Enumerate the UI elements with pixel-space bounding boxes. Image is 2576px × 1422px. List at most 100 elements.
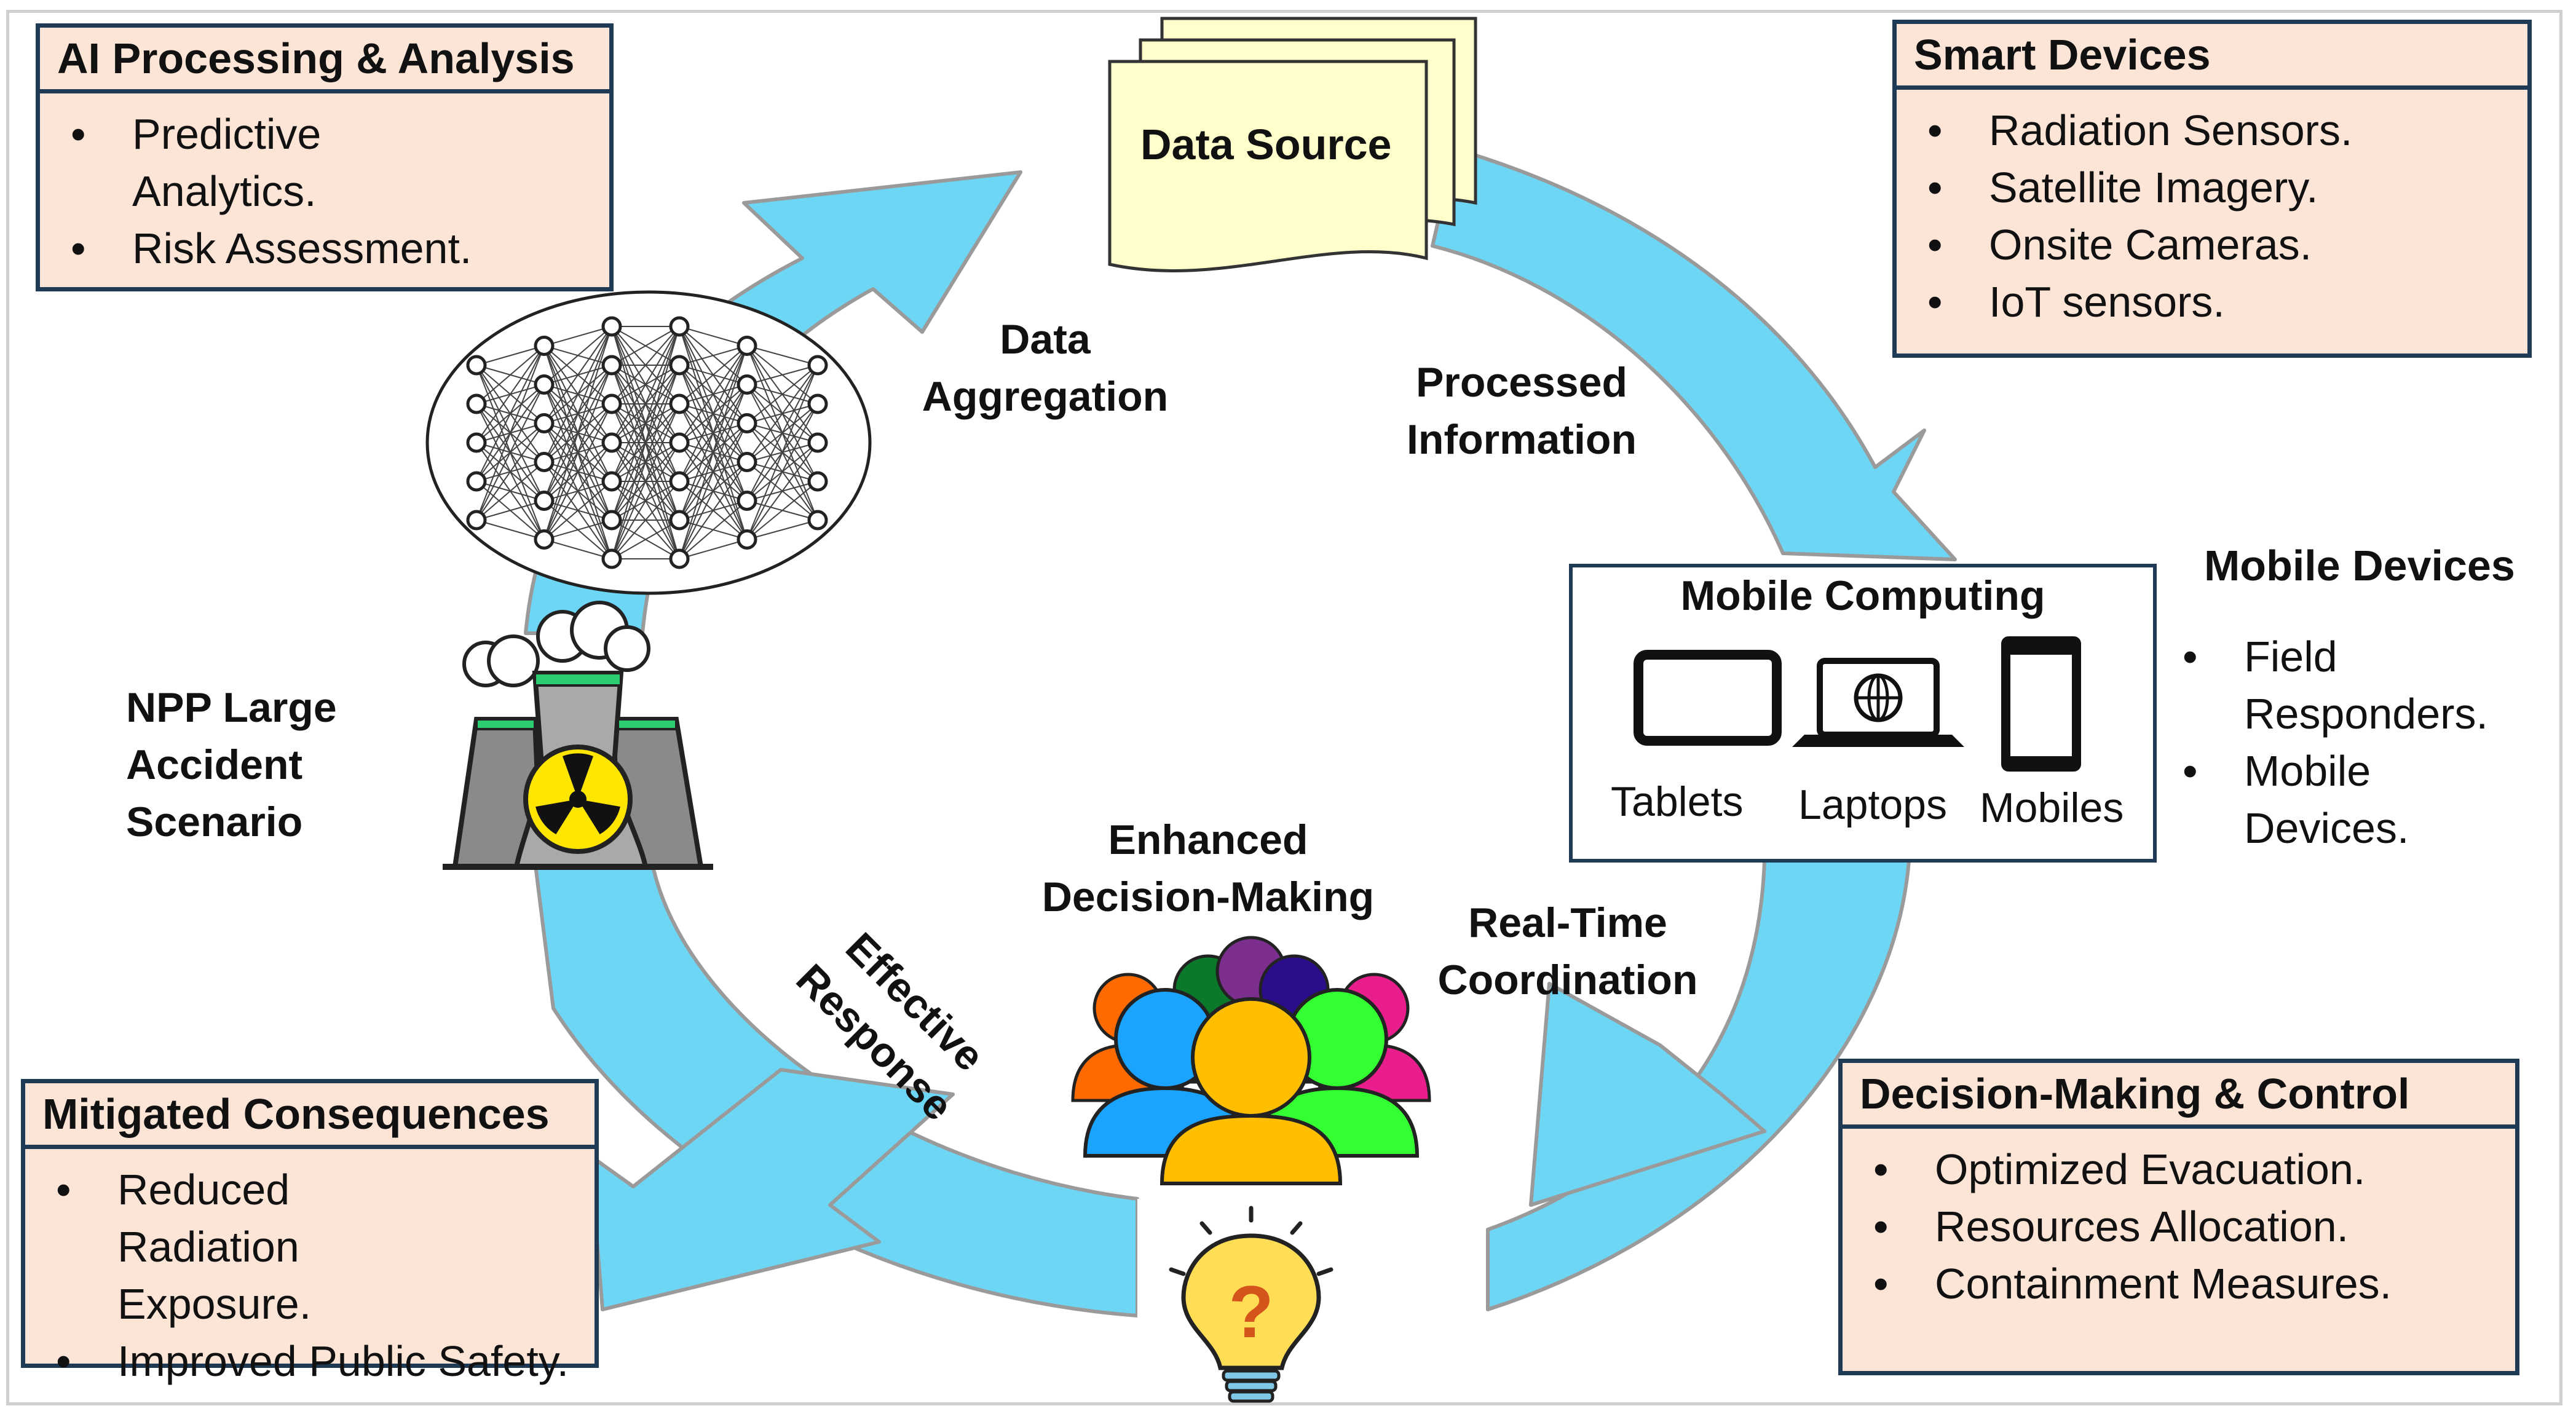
nn-edge — [679, 345, 748, 405]
nn-node — [737, 529, 757, 550]
decision-making-item: Resources Allocation. — [1843, 1198, 2515, 1255]
nn-edge — [543, 539, 612, 559]
real-time-coordination-line-2: Coordination — [1437, 957, 1698, 1003]
enhanced-decision-making-line-2: Decision-Making — [1041, 874, 1375, 920]
laptops-label: Laptops — [1798, 781, 1947, 828]
nn-node — [466, 510, 487, 531]
smartphone-icon — [2001, 636, 2081, 772]
mitigated-consequences-item: Reduced Radiation Exposure. — [25, 1161, 449, 1333]
decision-making-item: Optimized Evacuation. — [1843, 1141, 2515, 1198]
arrow-processed-information — [1338, 121, 1957, 561]
nn-edge — [543, 442, 612, 540]
nn-node — [601, 510, 622, 531]
arrow-effective-response-head — [588, 1068, 955, 1311]
mobiles-label: Mobiles — [1980, 784, 2124, 831]
processed-information-label: Processed Information — [1377, 354, 1666, 468]
nn-node — [807, 510, 828, 531]
nn-edge — [543, 326, 612, 424]
laptop-icon — [1792, 658, 1964, 747]
nn-edge — [679, 345, 748, 366]
nn-node — [601, 316, 622, 337]
nn-edge — [476, 345, 545, 366]
nn-edge — [543, 519, 612, 540]
nn-node — [601, 432, 622, 453]
npp-scenario-line-3: Scenario — [126, 799, 303, 845]
nn-node — [737, 413, 757, 433]
nn-edge — [746, 481, 818, 540]
nn-edge — [611, 326, 680, 521]
nn-edge — [476, 519, 545, 540]
nn-node — [737, 491, 757, 511]
decision-making-item: Containment Measures. — [1843, 1255, 2515, 1313]
nn-node — [466, 355, 487, 376]
nn-node — [669, 510, 690, 531]
tablet-icon — [1634, 650, 1782, 746]
enhanced-decision-making-label: Enhanced Decision-Making — [1008, 812, 1408, 926]
lightbulb-question-icon: ? — [1137, 1199, 1365, 1403]
nn-edge — [543, 403, 612, 540]
nn-edge — [543, 326, 612, 347]
nn-node — [534, 336, 555, 356]
nn-edge — [679, 461, 748, 559]
enhanced-decision-making-line-1: Enhanced — [1108, 816, 1308, 863]
arrow-real-time-coordination-head — [1529, 982, 1766, 1207]
nn-edge — [476, 461, 545, 521]
mobile-devices-list: Field Responders. Mobile Devices. — [2183, 628, 2527, 857]
nn-edge — [611, 326, 680, 405]
nn-node — [466, 471, 487, 492]
nn-node — [737, 374, 757, 395]
mobile-devices-item: Mobile Devices. — [2183, 743, 2527, 857]
nn-node — [807, 393, 828, 414]
nn-edge — [476, 422, 545, 521]
nn-edge — [679, 346, 748, 482]
nn-edge — [611, 442, 680, 559]
nn-edge — [611, 519, 680, 559]
ai-processing-item: Risk Assessment. — [40, 220, 609, 277]
nn-edge — [746, 365, 818, 540]
npp-scenario-label: NPP Large Accident Scenario — [126, 679, 337, 851]
nn-edge — [679, 500, 748, 559]
nn-node — [534, 374, 555, 395]
nn-edge — [543, 481, 612, 540]
nn-node — [601, 548, 622, 569]
npp-scenario-line-1: NPP Large — [126, 684, 337, 731]
nn-edge — [476, 345, 545, 443]
data-source-label: Data Source — [1140, 120, 1392, 168]
nn-node — [669, 432, 690, 453]
nn-edge — [679, 346, 748, 559]
smart-devices-box: Smart Devices Radiation Sensors. Satelli… — [1892, 20, 2532, 358]
smart-devices-item: IoT sensors. — [1897, 274, 2527, 331]
nn-node — [669, 548, 690, 569]
nn-edge — [679, 345, 748, 443]
nn-edge — [476, 346, 545, 521]
nn-edge — [476, 500, 545, 521]
nn-edge — [476, 384, 545, 521]
nn-edge — [679, 384, 748, 559]
smart-devices-item: Onsite Cameras. — [1897, 216, 2527, 274]
mobile-devices-item: Field Responders. — [2183, 628, 2527, 743]
smart-devices-item: Radiation Sensors. — [1897, 102, 2527, 159]
smart-devices-item: Satellite Imagery. — [1897, 159, 2527, 216]
ai-processing-box: AI Processing & Analysis Predictive Anal… — [36, 23, 614, 291]
nn-node — [534, 452, 555, 472]
nn-edge — [543, 326, 612, 462]
nn-edge — [476, 346, 545, 482]
nn-edge — [611, 326, 680, 482]
nn-edge — [746, 365, 818, 385]
nn-node — [669, 355, 690, 376]
mobile-devices-title: Mobile Devices — [2204, 542, 2515, 590]
nn-edge — [679, 423, 748, 559]
nn-node — [807, 355, 828, 376]
nn-edge — [611, 326, 680, 366]
data-aggregation-line-2: Aggregation — [922, 373, 1169, 420]
mitigated-consequences-box: Mitigated Consequences Reduced Radiation… — [21, 1079, 599, 1390]
nn-node — [466, 393, 487, 414]
nn-node — [807, 471, 828, 492]
nn-edge — [679, 539, 748, 559]
decision-making-title: Decision-Making & Control — [1843, 1063, 2515, 1129]
mitigated-consequences-title: Mitigated Consequences — [25, 1083, 595, 1149]
nn-edge — [746, 403, 818, 540]
neural-network-icon — [425, 290, 872, 595]
